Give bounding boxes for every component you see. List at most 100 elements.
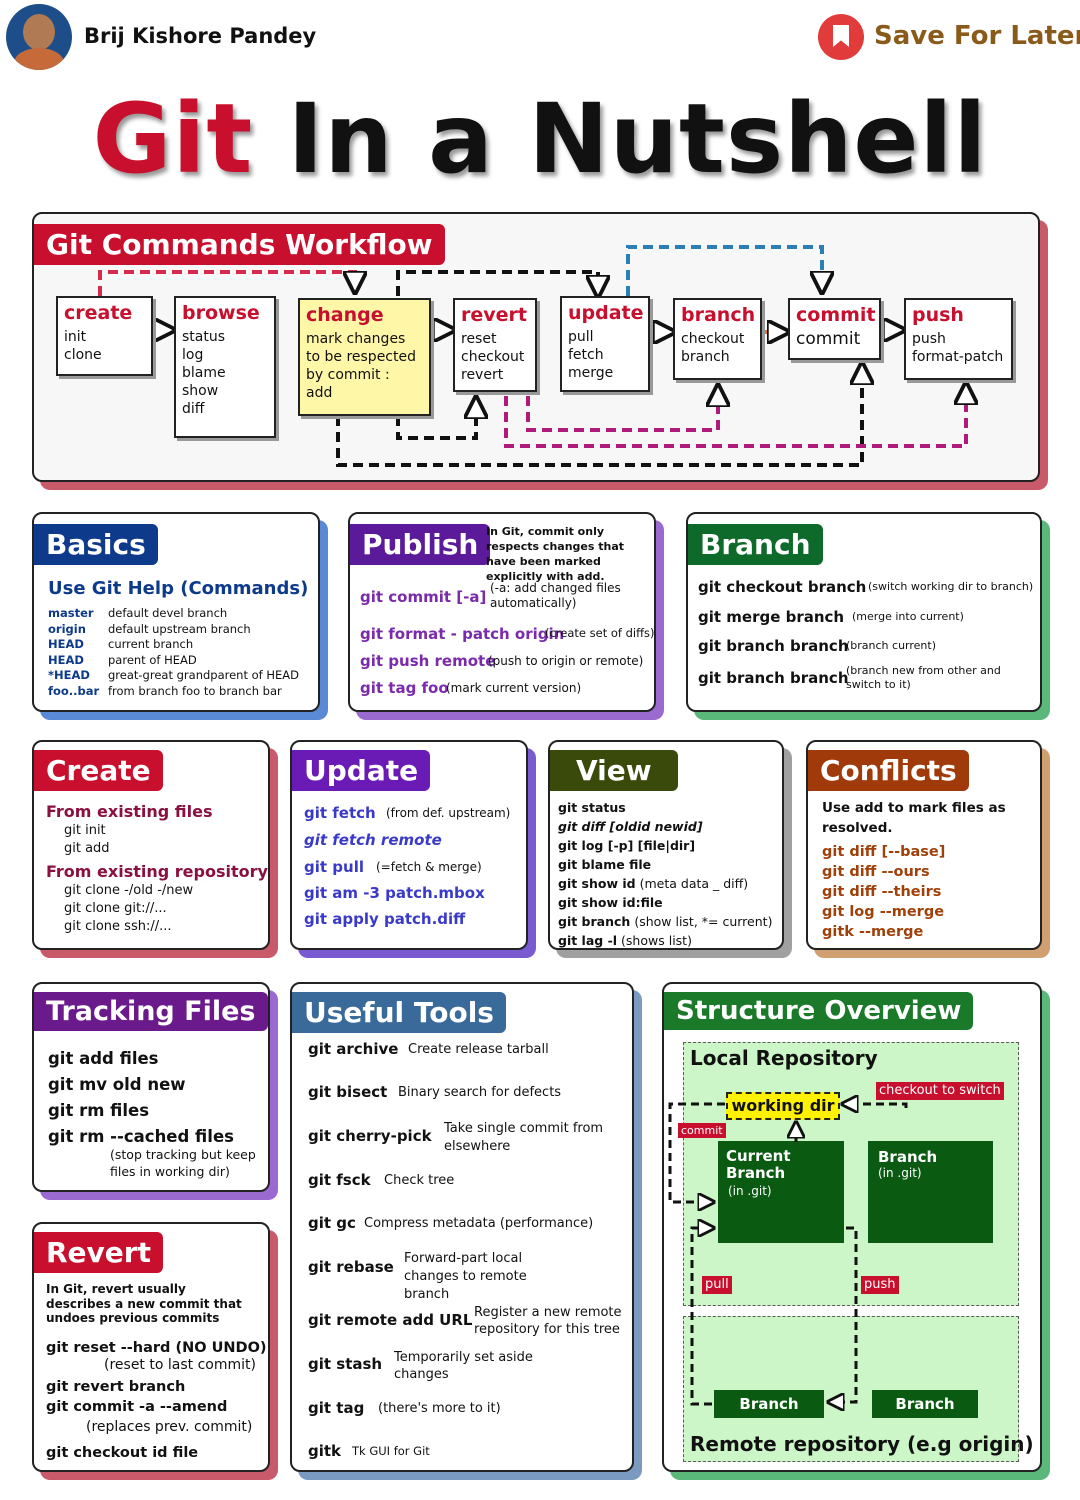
basics-key: *HEAD — [48, 668, 90, 682]
wf-line: init — [64, 329, 87, 345]
branch-box[interactable] — [868, 1141, 993, 1243]
tools-cmd: git bisect — [308, 1083, 388, 1101]
publish-desc: (push to origin or remote) — [488, 654, 644, 668]
basics-key: origin — [48, 621, 86, 636]
wf-line: commit — [796, 329, 861, 349]
local-repo-label: Local Repository — [690, 1046, 878, 1070]
wf-line: mark changes — [306, 331, 406, 347]
wf-line: blame — [182, 365, 226, 381]
view-row: git lag -l (shows list) — [558, 931, 772, 950]
view-cmd: git status — [558, 800, 626, 815]
basics-val: great-great grandparent of HEAD — [108, 668, 300, 682]
page-title: Git In a Nutshell — [0, 82, 1080, 197]
workflow-arrows — [98, 245, 1080, 467]
tools-desc: Forward-part local changes to remote bra… — [404, 1251, 527, 1302]
update-cmd: git fetch — [304, 804, 376, 822]
pull-tag: pull — [702, 1276, 732, 1294]
wf-revert-title: revert — [461, 304, 527, 326]
create-line: git add — [64, 841, 110, 856]
tools-cmd: git rebase — [308, 1258, 394, 1276]
update-title: Update — [292, 750, 431, 791]
update-cmd: git apply patch.diff — [304, 910, 466, 928]
update-card: Update git fetch (from def. upstream) gi… — [290, 740, 528, 950]
push-tag: push — [861, 1276, 899, 1294]
wf-commit-title: commit — [796, 304, 876, 326]
view-row: git blame file — [558, 855, 772, 874]
current-branch-label: Current Branch — [726, 1147, 791, 1182]
wf-line: fetch — [568, 347, 604, 363]
branch-cmd: git checkout branch — [698, 578, 867, 596]
revert-cmd: git commit -a --amend — [46, 1399, 228, 1415]
bookmark-icon — [818, 14, 864, 60]
wf-create[interactable]: create init clone — [56, 296, 153, 376]
tools-cmd: git fsck — [308, 1171, 371, 1189]
tools-cmd: git archive — [308, 1040, 399, 1058]
tracking-cmd: git rm --cached files — [48, 1127, 234, 1146]
view-title: View — [550, 750, 678, 791]
working-dir-box[interactable]: working dir — [726, 1092, 840, 1120]
view-row: git show id (meta data _ diff) — [558, 874, 772, 893]
basics-val: from branch foo to branch bar — [108, 683, 282, 698]
view-card: View git status git diff [oldid newid] g… — [548, 740, 784, 950]
view-row: git diff [oldid newid] — [558, 817, 772, 836]
branch-card: Branch git checkout branch (switch worki… — [686, 512, 1042, 712]
view-row: git status — [558, 798, 772, 817]
conflicts-cmd: gitk --merge — [822, 924, 924, 940]
basics-val: current branch — [108, 637, 194, 651]
view-cmd: git branch — [558, 914, 631, 929]
conflicts-cmd: git diff [--base] — [822, 844, 946, 860]
revert-note: In Git, revert usually describes a new c… — [46, 1282, 242, 1325]
wf-line: format-patch — [912, 349, 1004, 365]
wf-create-title: create — [64, 302, 133, 324]
wf-line: pull — [568, 329, 594, 345]
create-title: Create — [34, 750, 163, 791]
title-rest: In a Nutshell — [287, 83, 988, 195]
basics-val: default upstream branch — [108, 621, 251, 636]
wf-line: add — [306, 385, 333, 401]
branch-desc: (merge into current) — [852, 610, 964, 623]
basics-key: foo..bar — [48, 683, 100, 698]
wf-line: diff — [182, 401, 205, 417]
publish-note: In Git, commit only respects changes tha… — [486, 525, 625, 583]
basics-title: Basics — [34, 524, 158, 565]
tools-desc: Take single commit from elsewhere — [444, 1121, 604, 1154]
wf-commit[interactable]: commit commit — [788, 298, 881, 360]
view-list: git status git diff [oldid newid] git lo… — [558, 798, 772, 950]
wf-line: clone — [64, 347, 102, 363]
revert-title: Revert — [34, 1232, 163, 1273]
save-button[interactable]: Save For Later — [818, 12, 1080, 64]
create-line: git clone git://... — [64, 901, 167, 916]
wf-line: branch — [681, 349, 730, 365]
tools-cmd: git stash — [308, 1355, 383, 1373]
view-cmd: git lag -l — [558, 933, 618, 948]
publish-cmd: git commit [-a] — [360, 588, 487, 606]
wf-line: to be respected — [306, 349, 416, 365]
remote-branch-1[interactable]: Branch — [714, 1390, 824, 1418]
remote-branch-2[interactable]: Branch — [872, 1390, 978, 1418]
conflicts-title: Conflicts — [808, 750, 969, 791]
wf-line: show — [182, 383, 219, 399]
avatar — [6, 4, 72, 70]
conflicts-cmd: git log --merge — [822, 904, 945, 920]
publish-title: Publish — [350, 524, 491, 565]
tools-card: Useful Tools git archive Create release … — [290, 982, 634, 1472]
tools-desc: Binary search for defects — [398, 1085, 562, 1100]
current-branch-box[interactable] — [718, 1141, 844, 1243]
branch-cmd: git merge branch — [698, 608, 845, 626]
view-row: git branch (show list, *= current) — [558, 912, 772, 931]
tracking-title: Tracking Files — [34, 992, 268, 1031]
remote-repo-area — [683, 1316, 1019, 1462]
publish-card: Publish In Git, commit only respects cha… — [348, 512, 656, 712]
view-desc: (meta data _ diff) — [639, 876, 749, 891]
publish-cmd: git tag foo — [360, 679, 449, 697]
tools-desc: Tk GUI for Git — [352, 1444, 430, 1458]
